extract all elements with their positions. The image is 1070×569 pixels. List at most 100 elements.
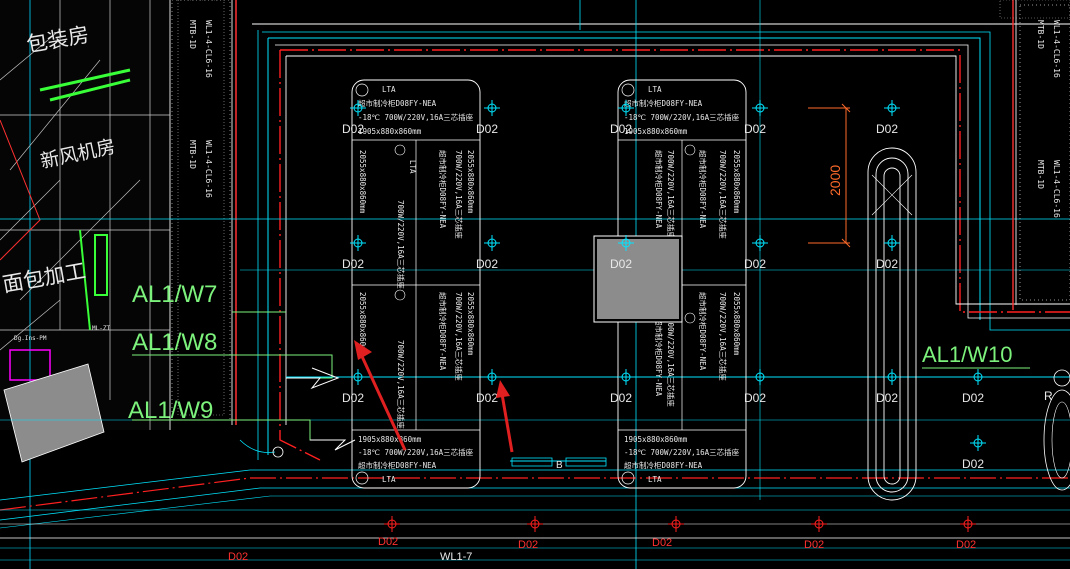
bottom-label-1: D02 (378, 536, 398, 548)
circuit-label-al1-w8: AL1/W8 (132, 329, 217, 356)
light-fixture-d02[interactable]: D02 (610, 100, 634, 136)
cabinet-right-size: 1905x880x860mm (624, 127, 688, 136)
cabinet-left[interactable] (351, 79, 481, 489)
bottom-label-5: D02 (956, 539, 976, 551)
wall-note-right-1: MTB-1D (1036, 20, 1045, 49)
wall-note-right-3: MTB-1D (1036, 160, 1045, 189)
right-building-area (999, 0, 1070, 310)
cabinet-right-tag-bottom: LTA (648, 475, 662, 484)
fixture-label: D02 (876, 391, 898, 405)
fixture-label: D02 (744, 257, 766, 271)
cabinet-left-text: LTA 超市制冷柜D08FY-NEA -18℃ 700W/220V,16A三芯插… (358, 85, 475, 484)
light-fixture-d02[interactable]: D02 (610, 235, 634, 271)
cabinet-left-tag-bottom: LTA (382, 475, 396, 484)
cabinet-right-unit-a2: 超市制冷柜D08FY-NEA (698, 292, 708, 371)
switch-symbol[interactable]: B (510, 457, 607, 471)
fixture-label: D02 (342, 391, 364, 405)
light-fixture-d02[interactable]: D02 (962, 435, 986, 471)
circuit-label-al1-w10: AL1/W10 (922, 342, 1013, 367)
fixture-label: D02 (962, 457, 984, 471)
door-mark: B (556, 460, 563, 471)
fixture-label: D02 (744, 122, 766, 136)
cabinet-left-unit-d: LTA (408, 160, 417, 174)
cabinet-right-model: 超市制冷柜D08FY-NEA (624, 98, 703, 108)
cabinet-left-spec: -18℃ 700W/220V,16A三芯插座 (358, 112, 474, 122)
bottom-label-6: D02 (228, 551, 248, 563)
annotation-arrow-right[interactable] (496, 380, 514, 453)
fixture-label: D02 (476, 257, 498, 271)
cabinet-left-unit-a: 超市制冷柜D08FY-NEA (438, 150, 448, 229)
bottom-label-4: D02 (804, 539, 824, 551)
light-fixture-d02[interactable]: D02 (476, 100, 500, 136)
light-fixture-d02[interactable]: D02 (876, 100, 900, 136)
cabinet-right-unit-b: 2055x880x860mm (732, 150, 741, 214)
cabinet-left-unit-b2: 2055x880x860mm (466, 292, 475, 356)
light-fixture-d02[interactable]: D02 (342, 235, 366, 271)
fixture-label: D02 (962, 391, 984, 405)
small-note-2: Dg.Ins-PM (14, 335, 47, 342)
cabinet-left-unit-c4: 700W/220V,16A三芯插座 (396, 340, 406, 429)
light-fixture-d02[interactable]: D02 (876, 369, 900, 405)
light-fixture-d02[interactable]: D02 (610, 369, 634, 405)
bottom-text-1: WL1-7 (440, 551, 472, 563)
cabinet-left-size: 1905x880x860mm (358, 127, 422, 136)
cabinet-right-spec: -18℃ 700W/220V,16A三芯插座 (624, 112, 740, 122)
fixture-label: D02 (342, 257, 364, 271)
fixture-label: D02 (342, 122, 364, 136)
cabinet-right-model-bottom: 超市制冷柜D08FY-NEA (624, 460, 703, 470)
light-fixture-d02[interactable]: D02 (744, 369, 768, 405)
light-fixture-d02[interactable]: D02 (342, 369, 366, 405)
right-letter: R (1044, 389, 1053, 403)
circuit-label-al1-w7: AL1/W7 (132, 281, 217, 308)
cabinet-right-unit-c: 700W/220V,16A三芯插座 (718, 150, 728, 239)
cabinet-right-unit-b2: 2055x880x860mm (732, 292, 741, 356)
bottom-label-2: D02 (518, 539, 538, 551)
light-fixture-d02[interactable]: D02 (744, 235, 768, 271)
cabinet-left-model: 超市制冷柜D08FY-NEA (358, 98, 437, 108)
cabinet-right-unit-a4: 超市制冷柜D08FY-NEA (654, 318, 664, 397)
cabinet-right-text: LTA 超市制冷柜D08FY-NEA -18℃ 700W/220V,16A三芯插… (624, 85, 741, 484)
fixture-label: D02 (744, 391, 766, 405)
cabinet-left-unit-b4: 2055x880x860mm (358, 292, 367, 356)
light-fixture-d02[interactable]: D02 (962, 369, 986, 405)
cabinet-left-size-bottom: 1905x880x860mm (358, 435, 422, 444)
cabinet-left-unit-b3: 2055x880x860mm (358, 150, 367, 214)
bottom-label-3: D02 (652, 537, 672, 549)
cabinet-left-unit-a2: 超市制冷柜D08FY-NEA (438, 292, 448, 371)
wall-note-right-4: WL1-4-CL6-16 (1052, 160, 1061, 218)
dimension-2000: 2000 (808, 103, 851, 248)
structural-column[interactable] (593, 235, 683, 323)
fixture-label: D02 (476, 122, 498, 136)
right-labels: AL1/W10 R (922, 342, 1070, 491)
cabinet-right-unit-c2: 700W/220V,16A三芯插座 (718, 292, 728, 381)
light-fixture-d02[interactable]: D02 (476, 235, 500, 271)
fixture-label: D02 (876, 257, 898, 271)
cabinet-left-spec-bottom: -18℃ 700W/220V,16A三芯插座 (358, 447, 474, 457)
cabinet-right-unit-a: 超市制冷柜D08FY-NEA (698, 150, 708, 229)
wiring-arrows (286, 367, 356, 451)
cabinet-left-tag: LTA (382, 85, 396, 94)
cabinet-left-unit-b: 2055x880x860mm (466, 150, 475, 214)
left-equipment-block[interactable] (3, 363, 105, 463)
cabinet-left-unit-c: 700W/220V,16A三芯插座 (454, 150, 464, 239)
bottom-labels: D02 D02 D02 D02 D02 D02 WL1-7 (228, 536, 976, 563)
wall-note-left-1: MTB-1D (188, 20, 197, 49)
light-fixture-d02[interactable]: D02 (342, 100, 366, 136)
island-display[interactable] (867, 147, 917, 501)
light-fixture-d02[interactable]: D02 (476, 369, 500, 405)
small-note-1: ML-ZT (92, 325, 110, 332)
cabinet-right-unit-a3: 超市制冷柜D08FY-NEA (654, 150, 664, 229)
bottom-fixtures (384, 516, 976, 532)
cabinet-left-unit-c2: 700W/220V,16A三芯插座 (454, 292, 464, 381)
light-fixture-d02[interactable]: D02 (744, 100, 768, 136)
annotation-arrow-left[interactable] (354, 340, 407, 451)
dimension-text: 2000 (827, 165, 843, 196)
fixture-label: D02 (610, 391, 632, 405)
vertical-wall-notes: MTB-1D WL1-4-CL6-16 MTB-1D WL1-4-CL6-16 … (188, 20, 1061, 218)
light-fixture-d02[interactable]: D02 (876, 235, 900, 271)
cabinet-right-size-bottom: 1905x880x860mm (624, 435, 688, 444)
wall-note-left-2: WL1-4-CL6-16 (204, 20, 213, 78)
fixture-label: D02 (876, 122, 898, 136)
